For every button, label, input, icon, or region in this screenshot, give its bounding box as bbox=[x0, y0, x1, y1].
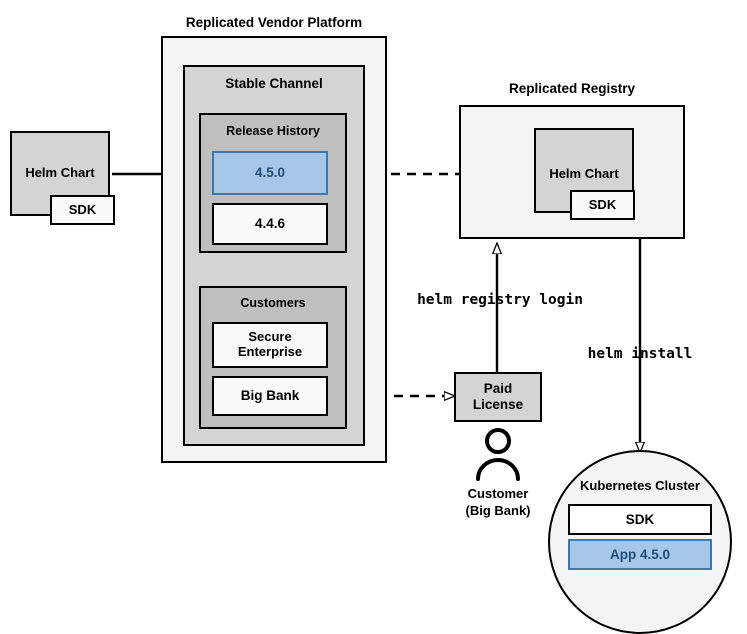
person-icon bbox=[476, 428, 520, 481]
customer-item-secure-enterprise[interactable]: Secure Enterprise bbox=[212, 322, 328, 368]
customer-item-big-bank[interactable]: Big Bank bbox=[212, 376, 328, 416]
command-helm-registry-login: helm registry login bbox=[417, 292, 583, 308]
release-history-label: Release History bbox=[226, 124, 320, 138]
customer-actor-label-line1: Customer bbox=[467, 486, 529, 501]
registry-helm-chart-label: Helm Chart bbox=[549, 166, 619, 181]
replicated-registry-title: Replicated Registry bbox=[508, 81, 636, 96]
customer-secure-enterprise-line1: Secure bbox=[248, 329, 292, 345]
customers-label: Customers bbox=[240, 296, 306, 310]
kubernetes-cluster-label: Kubernetes Cluster bbox=[580, 478, 700, 493]
cluster-artifact-sdk[interactable]: SDK bbox=[568, 504, 712, 535]
paid-license-box[interactable]: Paid License bbox=[454, 372, 542, 422]
release-item-4-4-6[interactable]: 4.4.6 bbox=[212, 203, 328, 245]
vendor-platform-title: Replicated Vendor Platform bbox=[185, 15, 363, 30]
cluster-artifact-app[interactable]: App 4.5.0 bbox=[568, 539, 712, 570]
registry-helm-chart-sdk-box[interactable]: SDK bbox=[570, 190, 635, 220]
customer-actor-label-line2: (Big Bank) bbox=[465, 503, 531, 518]
source-helm-chart-sdk-box[interactable]: SDK bbox=[50, 195, 115, 225]
command-helm-install: helm install bbox=[587, 346, 693, 362]
customer-secure-enterprise-line2: Enterprise bbox=[237, 344, 303, 359]
release-item-4-5-0[interactable]: 4.5.0 bbox=[212, 151, 328, 195]
source-helm-chart-label: Helm Chart bbox=[25, 165, 95, 180]
stable-channel-label: Stable Channel bbox=[225, 76, 323, 91]
paid-license-line2: License bbox=[472, 397, 524, 412]
paid-license-line1: Paid bbox=[483, 381, 513, 397]
